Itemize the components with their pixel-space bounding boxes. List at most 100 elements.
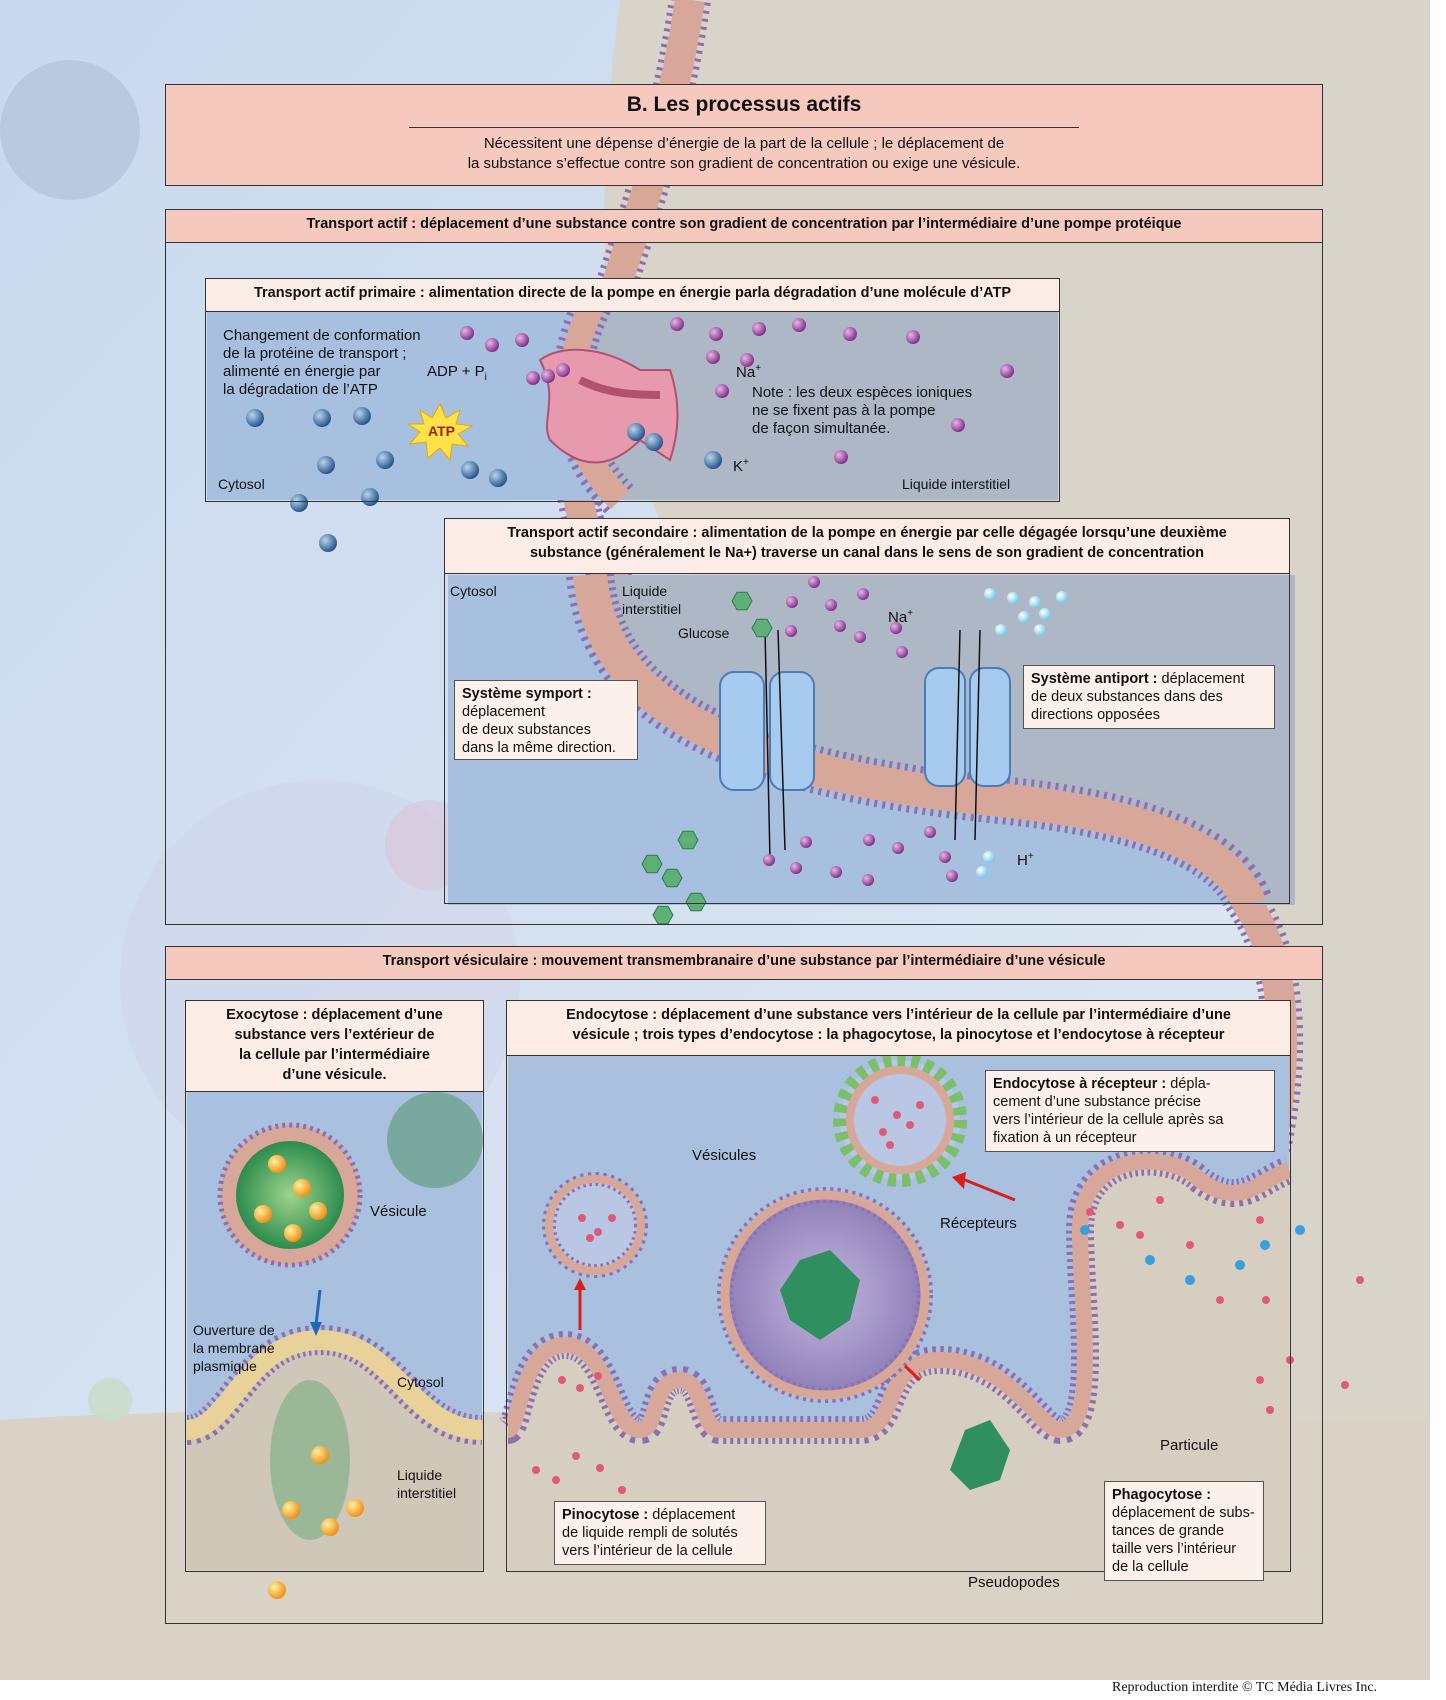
endocytosis-header-line-1: Endocytose : déplacement d’une substance… [566,1007,1231,1023]
ligand-particle [886,1141,894,1149]
potassium-ion [627,423,645,441]
pinocytosis-box: Pinocytose : déplacement de liquide remp… [554,1501,766,1565]
sodium-ion [790,862,802,874]
sodium-ion [706,350,720,364]
antiport-line-1: déplacement [1157,671,1245,687]
active-transport-header: Transport actif : déplacement d’une subs… [165,209,1323,243]
hydrogen-ion [1018,611,1030,623]
secreted-particle [254,1205,272,1223]
hydrogen-ion [1029,596,1041,608]
secondary-interstitial-line-1: Liquide [622,583,668,599]
sodium-ion [951,418,965,432]
ligand-particle [893,1111,901,1119]
hydrogen-ion [1056,591,1068,603]
hydrogen-ion [1034,624,1046,636]
solute-particle [1086,1208,1094,1216]
antiport-line-3: directions opposées [1031,707,1160,723]
solute-particle [594,1228,602,1236]
solute-particle [596,1464,604,1472]
ligand-particle [879,1128,887,1136]
sodium-ion [515,333,529,347]
endocytosis-header: Endocytose : déplacement d’une substance… [506,1000,1291,1056]
solute-particle [1156,1196,1164,1204]
sodium-ion [786,596,798,608]
sodium-ion [857,588,869,600]
solute-particle [1216,1296,1224,1304]
phago-line-3: taille vers l’intérieur [1112,1541,1237,1557]
secondary-interstitial-line-2: interstitiel [622,601,682,617]
solute-particle [1262,1296,1270,1304]
sodium-ion [670,317,684,331]
antiport-box: Système antiport : déplacement de deux s… [1023,665,1275,729]
particle-label: Particule [1160,1437,1219,1454]
secreted-particle [311,1446,329,1464]
conformation-line-4: la dégradation de l’ATP [223,381,378,398]
receptor-endocytosis-box: Endocytose à récepteur : dépla- cement d… [985,1070,1275,1152]
sodium-ion [890,622,902,634]
sodium-ion [740,353,754,367]
potassium-ion [376,451,394,469]
sodium-ion [906,330,920,344]
note-line-3: de façon simultanée. [752,420,891,437]
sodium-ion [752,322,766,336]
symport-line-2: de deux substances [462,722,591,738]
sodium-ion [800,836,812,848]
glucose-molecule [661,868,683,888]
opening-line-2: la membrane [193,1340,275,1356]
sodium-ion [854,631,866,643]
solute-particle [1186,1241,1194,1249]
glucose-molecule [685,892,707,912]
sodium-ion [834,620,846,632]
note-line-2: ne se fixent pas à la pompe [752,402,936,419]
secreted-particle [293,1179,311,1197]
endocytosis-header-line-2: vésicule ; trois types d’endocytose : la… [572,1027,1225,1043]
sodium-ion [485,338,499,352]
conformation-line-3: alimenté en énergie par [223,363,381,380]
ligand-particle [1185,1275,1195,1285]
pino-line-1: déplacement [648,1507,736,1523]
secondary-transport-header: Transport actif secondaire : alimentatio… [444,518,1290,574]
glucose-molecule [751,618,773,638]
hydrogen-ion [995,624,1007,636]
subtitle-line-2: la substance s’effectue contre son gradi… [467,155,1021,172]
antiport-line-2: de deux substances dans des [1031,689,1223,705]
potassium-ion [353,407,371,425]
secondary-header-line-1: Transport actif secondaire : alimentatio… [507,525,1227,541]
ligand-particle [916,1101,924,1109]
sodium-ion [556,363,570,377]
solute-particle [594,1372,602,1380]
symport-line-3: dans la même direction. [462,740,616,756]
secreted-particle [282,1501,300,1519]
phagocytosis-box: Phagocytose : déplacement de subs- tance… [1104,1481,1264,1581]
receptor-line-2: cement d’une substance précise [993,1094,1201,1110]
solute-particle [578,1214,586,1222]
receptor-line-3: vers l’intérieur de la cellule après sa [993,1112,1224,1128]
primary-interstitial-label: Liquide interstitiel [902,476,1011,492]
secondary-na-label: Na+ [888,608,914,626]
sodium-ion [939,851,951,863]
sodium-ion [709,327,723,341]
secreted-particle [268,1581,286,1599]
antiport-title: Système antiport : [1031,671,1158,687]
sodium-ion [892,842,904,854]
exocytosis-header-line-2: substance vers l’extérieur de [234,1027,435,1043]
pino-title: Pinocytose : [562,1507,649,1523]
sodium-ion [526,371,540,385]
k-label: K+ [733,457,749,475]
solute-particle [586,1234,594,1242]
phago-line-1: déplacement de subs- [1112,1505,1255,1521]
solute-particle [552,1476,560,1484]
receptor-title: Endocytose à récepteur : [993,1076,1167,1092]
sodium-ion [785,625,797,637]
opening-line-3: plasmique [193,1358,257,1374]
potassium-ion [290,494,308,512]
solute-particle [1256,1216,1264,1224]
ligand-particle [871,1096,879,1104]
receptor-line-1: dépla- [1166,1076,1211,1092]
conformation-line-2: de la protéine de transport ; [223,345,407,362]
page-title: B. Les processus actifs [626,93,862,116]
ligand-particle [1145,1255,1155,1265]
pseudopods-label: Pseudopodes [968,1574,1060,1591]
exocytosis-header-line-4: d’une vésicule. [282,1067,387,1083]
solute-particle [608,1214,616,1222]
